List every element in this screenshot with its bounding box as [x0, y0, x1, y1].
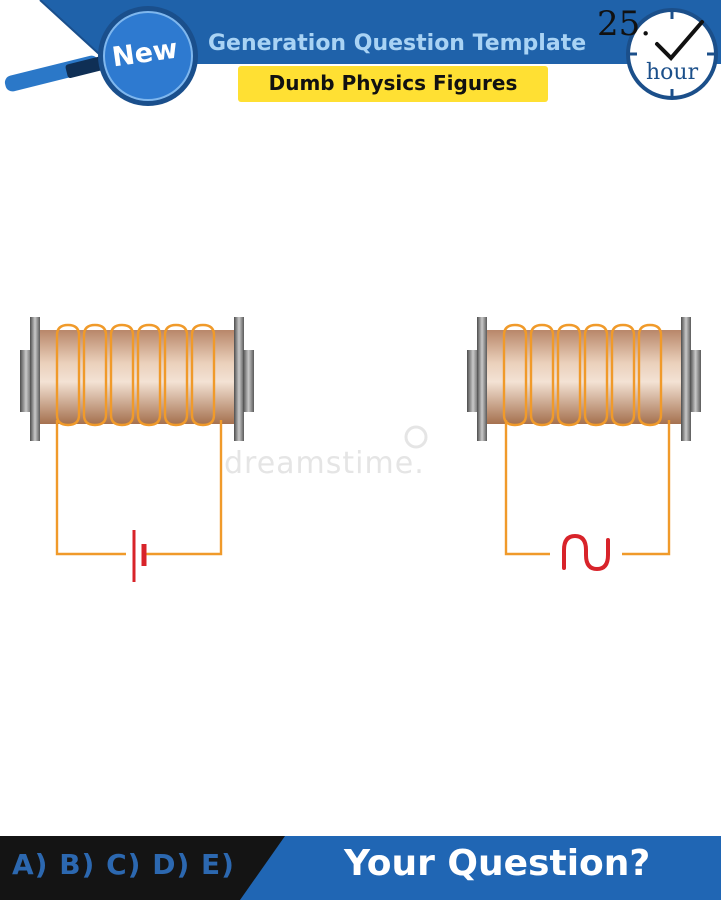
watermark-logo: [404, 425, 428, 449]
magnifier-icon: [4, 6, 198, 106]
header-subtitle: Dumb Physics Figures: [238, 66, 548, 102]
watermark-text: dreamstime.: [224, 446, 425, 481]
check-icon: [655, 20, 704, 61]
clock-unit: hour: [646, 60, 699, 85]
footer-bar: [0, 836, 721, 900]
question-prompt: Your Question?: [344, 843, 651, 884]
answer-options: A) B) C) D) E): [12, 848, 235, 881]
circuit-wire: [55, 420, 223, 556]
coil-winding: [55, 323, 216, 427]
solenoid-with-ac-source: [467, 317, 701, 572]
ac-source-icon: [562, 533, 610, 572]
solenoid-with-battery: [20, 317, 254, 582]
battery-icon: [132, 530, 147, 582]
header-title: Generation Question Template: [208, 31, 587, 56]
coil-winding: [502, 323, 663, 427]
clock-number: 25.: [597, 4, 652, 44]
circuit-wire: [504, 420, 671, 556]
